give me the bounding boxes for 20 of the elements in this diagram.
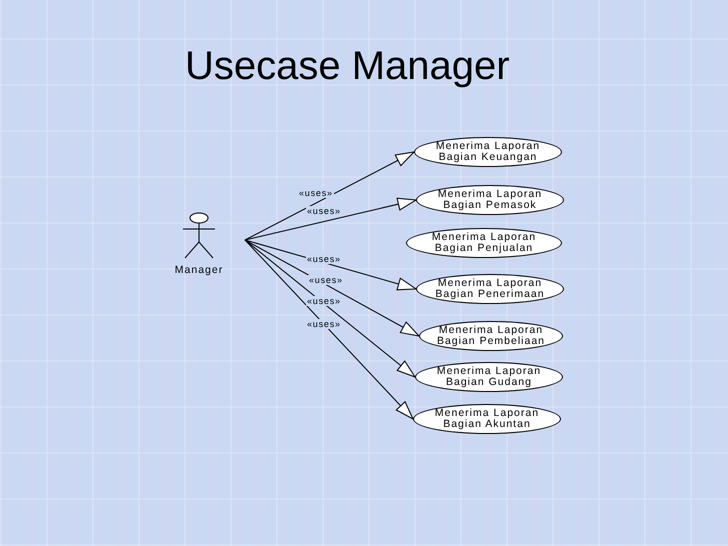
- actor-name: Manager: [174, 264, 224, 276]
- uses-arrow: [244, 152, 414, 240]
- slide-title: Usecase Manager: [185, 44, 510, 89]
- uses-arrow: [244, 240, 414, 420]
- use-case-ellipse: Menerima Laporan Bagian Akuntan: [413, 404, 561, 434]
- uses-arrow: [244, 240, 416, 378]
- edge-label: «uses»: [306, 296, 342, 306]
- use-case-ellipse: Menerima Laporan Bagian Penerimaan: [416, 274, 564, 304]
- edge-label: «uses»: [306, 206, 342, 216]
- use-case-ellipse: Menerima Laporan Bagian Keuangan: [414, 137, 562, 167]
- edge-label: «uses»: [306, 254, 342, 264]
- edge-label: «uses»: [298, 188, 334, 198]
- use-case-ellipse: Menerima Laporan Bagian Gudang: [415, 362, 563, 392]
- uses-arrow: [244, 198, 416, 240]
- edge-label: «uses»: [306, 319, 342, 329]
- edge-label: «uses»: [308, 275, 344, 285]
- uses-arrow: [244, 240, 420, 336]
- use-case-ellipse: Menerima Laporan Bagian Pemasok: [416, 185, 564, 215]
- use-case-ellipse: Menerima Laporan Bagian Pembeliaan: [419, 321, 563, 351]
- use-case-ellipse: Menerima Laporan Bagian Penjualan: [406, 228, 562, 258]
